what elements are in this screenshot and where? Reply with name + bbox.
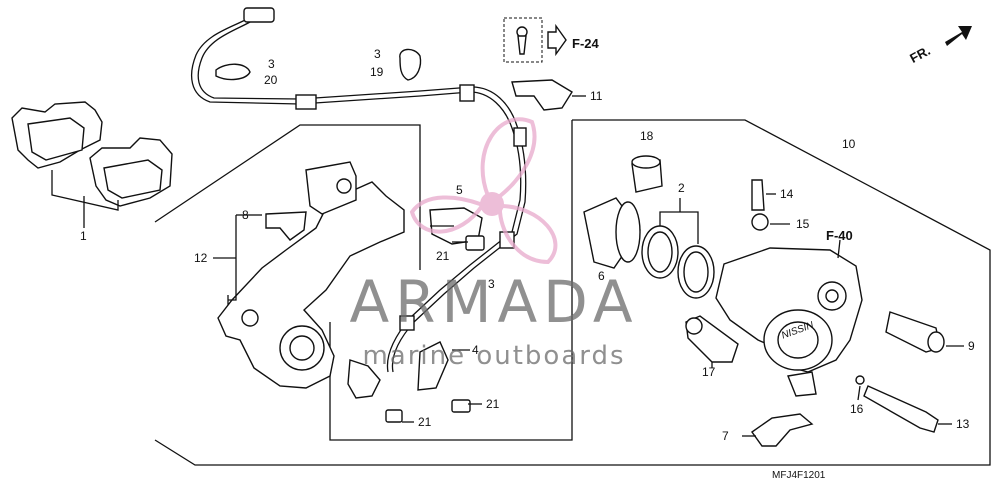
caliper-bracket xyxy=(213,161,405,389)
f24-reference xyxy=(503,17,567,63)
callout-8: 8 xyxy=(242,208,249,222)
callout-14: 14 xyxy=(780,187,794,201)
callout-20: 20 xyxy=(264,73,278,87)
callout-12: 12 xyxy=(194,251,208,265)
callout-16: 16 xyxy=(850,402,864,416)
callout-3b: 3 xyxy=(374,47,381,61)
direction-label: FR. xyxy=(907,43,933,66)
propeller-logo-icon xyxy=(409,117,558,265)
callout-6: 6 xyxy=(598,269,605,283)
drawing-code: MFJ4F1201 xyxy=(772,470,826,481)
caliper-seals xyxy=(583,155,790,299)
callout-18: 18 xyxy=(640,129,654,143)
callout-11: 11 xyxy=(590,89,603,103)
callout-9: 9 xyxy=(968,339,975,353)
callout-19: 19 xyxy=(370,65,384,79)
front-direction-arrow-icon xyxy=(945,26,972,46)
callout-21a: 21 xyxy=(436,249,450,263)
callout-13: 13 xyxy=(956,417,970,431)
callout-21b: 21 xyxy=(486,397,500,411)
watermark-brand: ARMADA xyxy=(349,268,638,336)
callout-3c: 3 xyxy=(488,277,495,291)
callout-17: 17 xyxy=(702,365,716,379)
pins-and-springs xyxy=(685,311,964,447)
reference-f24: F-24 xyxy=(572,36,600,51)
callout-7: 7 xyxy=(722,429,729,443)
callout-2: 2 xyxy=(678,181,685,195)
callout-5: 5 xyxy=(456,183,463,197)
callout-15: 15 xyxy=(796,217,810,231)
sensor-wire xyxy=(190,7,586,373)
assembly-frame xyxy=(154,119,991,466)
watermark: ARMADA marine outboards xyxy=(349,117,638,371)
brake-pads xyxy=(11,101,173,228)
callout-1: 1 xyxy=(80,229,87,243)
callout-4: 4 xyxy=(472,343,479,357)
callout-10: 10 xyxy=(842,137,856,151)
caliper-body xyxy=(715,239,863,397)
watermark-tagline: marine outboards xyxy=(362,341,625,371)
callout-21c: 21 xyxy=(418,415,432,429)
reference-f40: F-40 xyxy=(826,228,853,243)
callout-labels: 1 2 3 20 3 19 3 4 5 6 7 8 9 10 11 12 13 … xyxy=(80,47,975,443)
callout-3a: 3 xyxy=(268,57,275,71)
